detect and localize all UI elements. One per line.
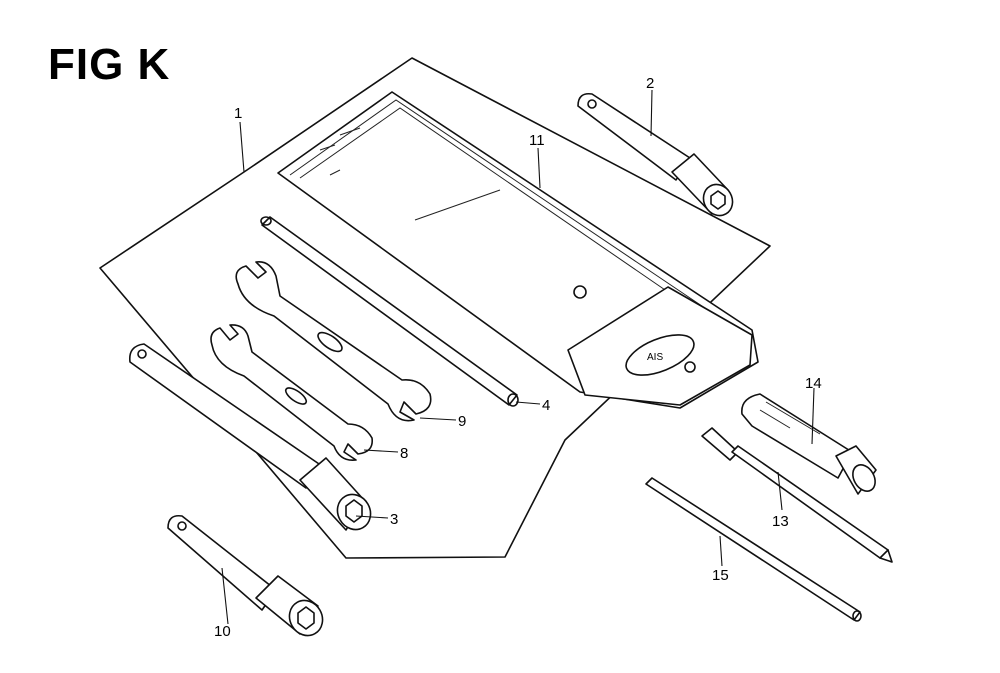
handle-rod-part-15[interactable] xyxy=(645,477,862,622)
callout-4: 4 xyxy=(542,397,550,414)
spark-plug-wrench-part-3[interactable] xyxy=(128,343,377,536)
callout-9: 9 xyxy=(458,413,466,430)
callout-11: 11 xyxy=(529,132,545,149)
extension-bar-part-4[interactable] xyxy=(260,216,519,407)
open-end-wrench-part-9[interactable] xyxy=(235,260,432,422)
callout-10: 10 xyxy=(214,623,231,640)
tool-bag-part-11[interactable]: AIS xyxy=(277,91,759,409)
screwdriver-part-13[interactable] xyxy=(701,427,893,563)
tool-kit-boundary xyxy=(99,57,771,559)
box-wrench-part-10[interactable] xyxy=(167,514,329,642)
callout-3: 3 xyxy=(390,511,398,528)
callout-15: 15 xyxy=(712,567,729,584)
open-end-wrench-part-8[interactable] xyxy=(210,324,374,462)
callout-14: 14 xyxy=(805,375,822,392)
callout-1: 1 xyxy=(234,105,242,122)
callout-8: 8 xyxy=(400,445,408,462)
leader-lines xyxy=(221,89,815,625)
callout-labels: 1 2 3 4 8 9 10 11 13 14 15 xyxy=(214,75,822,640)
box-wrench-part-2[interactable] xyxy=(577,92,738,221)
svg-text:AIS: AIS xyxy=(647,352,663,363)
callout-13: 13 xyxy=(772,513,789,530)
figure-title: FIG K xyxy=(48,40,171,89)
callout-2: 2 xyxy=(646,75,654,92)
screwdriver-handle-part-14[interactable] xyxy=(741,393,880,495)
